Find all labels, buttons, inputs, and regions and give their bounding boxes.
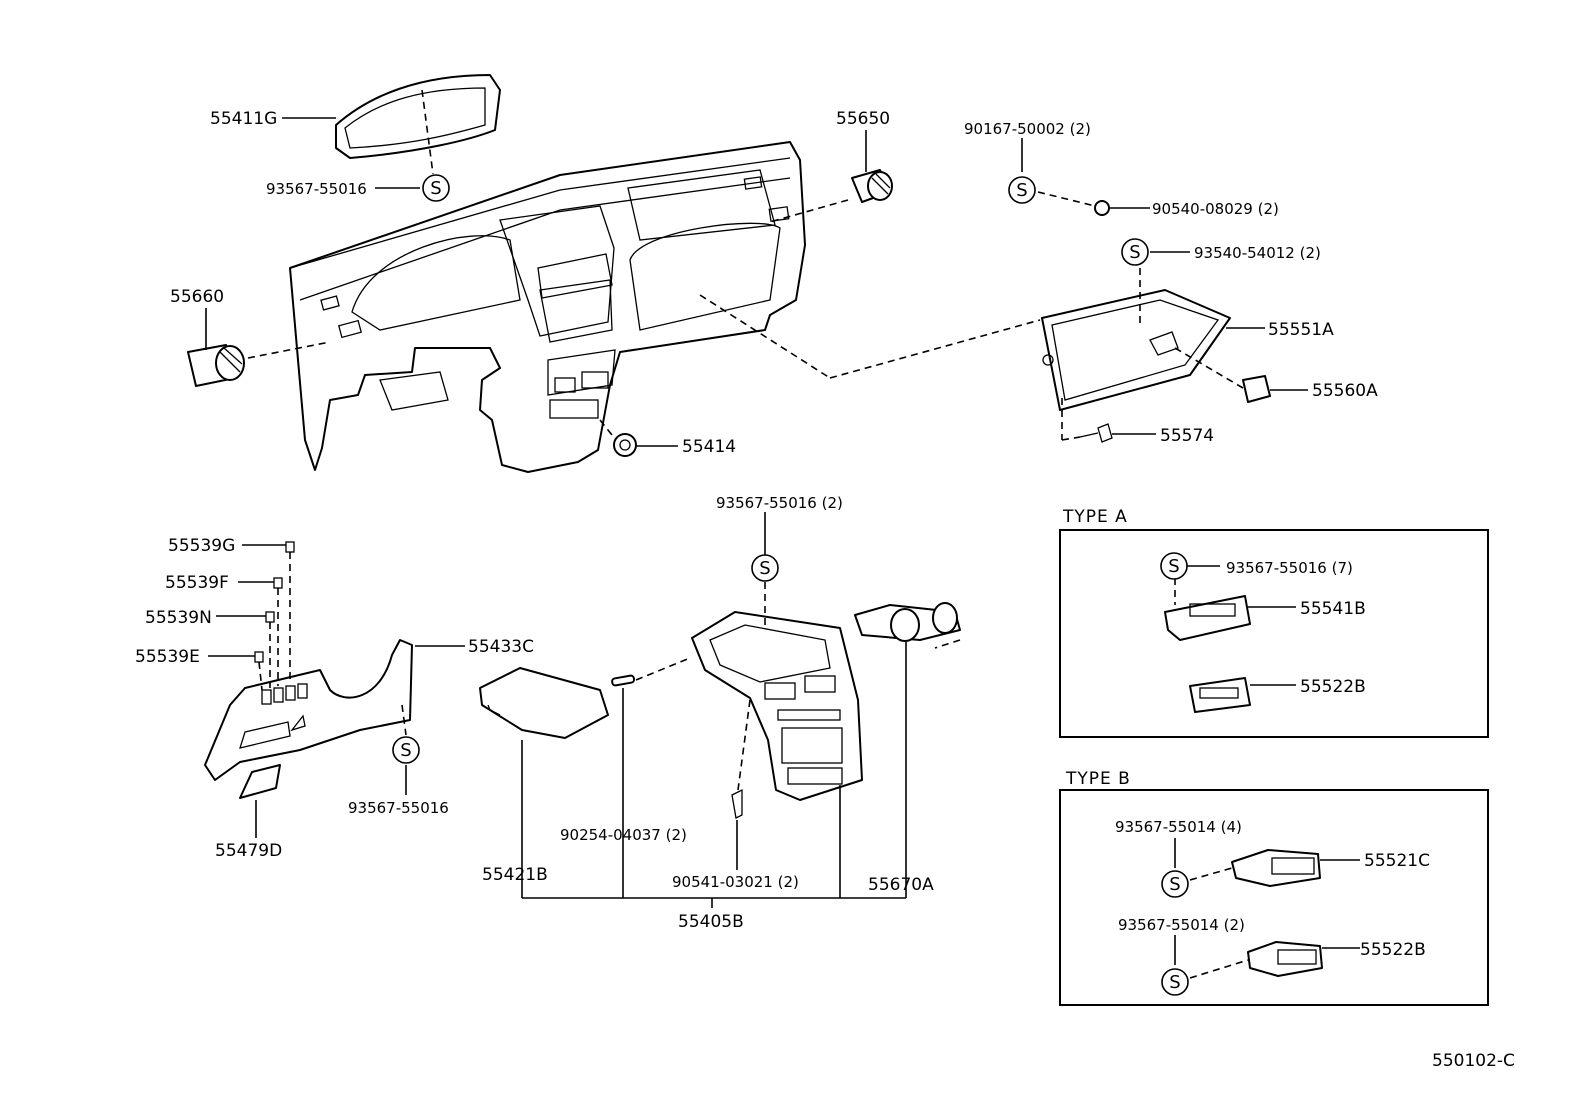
symbol-s-1: S	[422, 174, 450, 202]
label-55479D[interactable]: 55479D	[215, 841, 282, 861]
label-55522B-b[interactable]: 55522B	[1360, 940, 1426, 960]
type-a-title: TYPE A	[1062, 507, 1128, 527]
label-93567-55016-a[interactable]: 93567-55016	[266, 180, 367, 198]
type-a-parts-drawing	[1164, 595, 1251, 713]
cluster-finish-panel-drawing	[335, 74, 501, 159]
label-55411G[interactable]: 55411G	[210, 109, 277, 129]
label-55670A[interactable]: 55670A	[868, 875, 934, 895]
type-b-parts-drawing	[1231, 849, 1323, 977]
leader-lines	[205, 89, 1360, 979]
symbol-s-4: S	[751, 554, 779, 582]
svg-text:S: S	[759, 558, 770, 579]
diagram-code: 550102-C	[1432, 1051, 1515, 1071]
label-55539G[interactable]: 55539G	[168, 536, 235, 556]
svg-text:S: S	[1016, 180, 1027, 201]
standard-part-symbols: S S S S S S S S	[392, 174, 1189, 996]
label-90541-03021[interactable]: 90541-03021 (2)	[672, 873, 799, 891]
label-93567-55016-7[interactable]: 93567-55016 (7)	[1226, 559, 1353, 577]
type-b-title: TYPE B	[1065, 769, 1131, 789]
label-55522B-a[interactable]: 55522B	[1300, 677, 1366, 697]
instrument-panel-drawing	[289, 141, 806, 473]
label-55560A[interactable]: 55560A	[1312, 381, 1378, 401]
vent-55660-drawing	[187, 344, 245, 387]
glove-box-drawing	[1041, 289, 1231, 411]
lower-panel-drawing	[204, 541, 413, 799]
svg-text:S: S	[1169, 874, 1180, 895]
label-55433C[interactable]: 55433C	[468, 637, 534, 657]
label-55414[interactable]: 55414	[682, 437, 736, 457]
console-drawing	[479, 602, 961, 819]
label-90540-08029[interactable]: 90540-08029 (2)	[1152, 200, 1279, 218]
label-55650[interactable]: 55650	[836, 109, 890, 129]
label-93567-55014-4[interactable]: 93567-55014 (4)	[1115, 818, 1242, 836]
label-93540-54012[interactable]: 93540-54012 (2)	[1194, 244, 1321, 262]
svg-text:S: S	[1169, 972, 1180, 993]
svg-text:S: S	[430, 178, 441, 199]
type-a-box	[1059, 529, 1489, 738]
symbol-s-7: S	[1161, 870, 1189, 898]
label-90254-04037[interactable]: 90254-04037 (2)	[560, 826, 687, 844]
svg-text:S: S	[1129, 242, 1140, 263]
svg-text:S: S	[1168, 556, 1179, 577]
label-55551A[interactable]: 55551A	[1268, 320, 1334, 340]
label-93567-55016-c[interactable]: 93567-55016	[348, 799, 449, 817]
vent-55650-drawing	[851, 169, 893, 203]
label-55421B[interactable]: 55421B	[482, 865, 548, 885]
label-55539N[interactable]: 55539N	[145, 608, 212, 628]
symbol-s-2: S	[1008, 176, 1036, 204]
label-55574[interactable]: 55574	[1160, 426, 1214, 446]
label-55541B[interactable]: 55541B	[1300, 599, 1366, 619]
symbol-s-8: S	[1161, 968, 1189, 996]
part-labels: 55411G 93567-55016 55650 90167-50002 (2)…	[135, 109, 1515, 1071]
symbol-s-5: S	[392, 736, 420, 764]
svg-text:S: S	[400, 740, 411, 761]
label-90167-50002[interactable]: 90167-50002 (2)	[964, 120, 1091, 138]
symbol-s-3: S	[1121, 238, 1149, 266]
label-93567-55014-2[interactable]: 93567-55014 (2)	[1118, 916, 1245, 934]
symbol-s-6: S	[1160, 552, 1188, 580]
label-93567-55016-b[interactable]: 93567-55016 (2)	[716, 494, 843, 512]
label-55660[interactable]: 55660	[170, 287, 224, 307]
small-parts-drawing	[613, 200, 1271, 457]
label-55539E[interactable]: 55539E	[135, 647, 200, 667]
label-55405B[interactable]: 55405B	[678, 912, 744, 932]
label-55539F[interactable]: 55539F	[165, 573, 229, 593]
type-b-box	[1059, 789, 1489, 1006]
label-55521C[interactable]: 55521C	[1364, 851, 1430, 871]
